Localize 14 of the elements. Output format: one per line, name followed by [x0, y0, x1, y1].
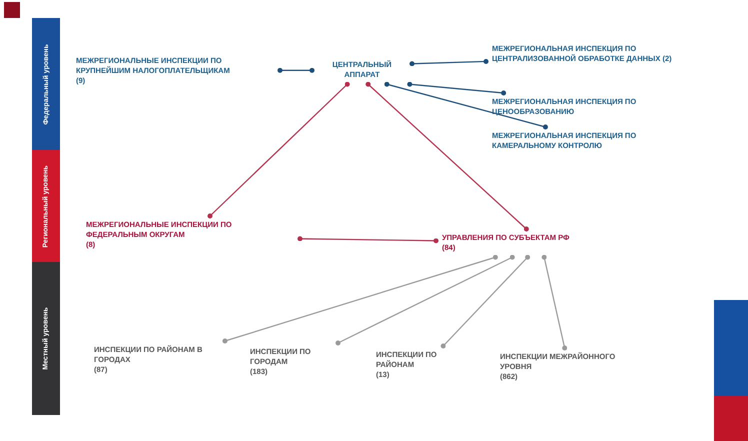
connector-line [384, 82, 548, 130]
connector-line [440, 254, 530, 348]
level-bar [32, 262, 60, 415]
connector-line [208, 82, 350, 218]
connector-line [366, 82, 529, 232]
connector-line [407, 82, 506, 96]
connector-line [410, 58, 488, 66]
connector-line [336, 254, 515, 346]
connector-line [278, 68, 314, 73]
level-bar [32, 150, 60, 262]
level-bar [32, 18, 60, 150]
connector-line [542, 254, 568, 350]
connector-line [298, 236, 438, 244]
connector-line [222, 254, 498, 344]
